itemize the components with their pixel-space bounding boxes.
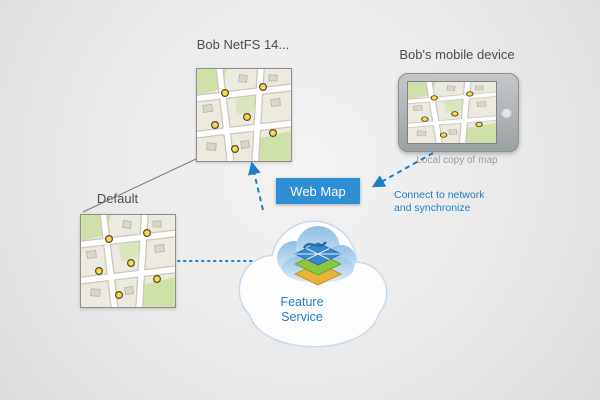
default-map-thumbnail [80,214,176,308]
tablet-screen-map [407,81,497,144]
feature-service-line2: Service [281,310,323,324]
map-icon [197,69,291,161]
layers-icon [293,241,343,286]
feature-service-cloud [226,198,396,353]
sync-line1: Connect to network [394,189,485,201]
sync-line2: and synchronize [394,202,471,214]
tablet-home-button-icon [501,107,512,118]
local-copy-caption: Local copy of map [416,155,498,166]
feature-service-line1: Feature [280,295,324,309]
netfs-map-thumbnail [196,68,292,162]
web-map-node: Web Map [276,178,360,204]
netfs-map-label: Bob NetFS 14... [196,37,290,52]
tablet-device [398,73,519,152]
mobile-device-label: Bob's mobile device [399,47,515,62]
default-map-label: Default [96,191,139,206]
cloud-icon [238,220,388,348]
sync-annotation: Connect to network and synchronize [394,189,514,215]
feature-service-label: Feature Service [256,295,348,325]
map-icon [408,82,496,143]
map-icon [81,215,175,307]
